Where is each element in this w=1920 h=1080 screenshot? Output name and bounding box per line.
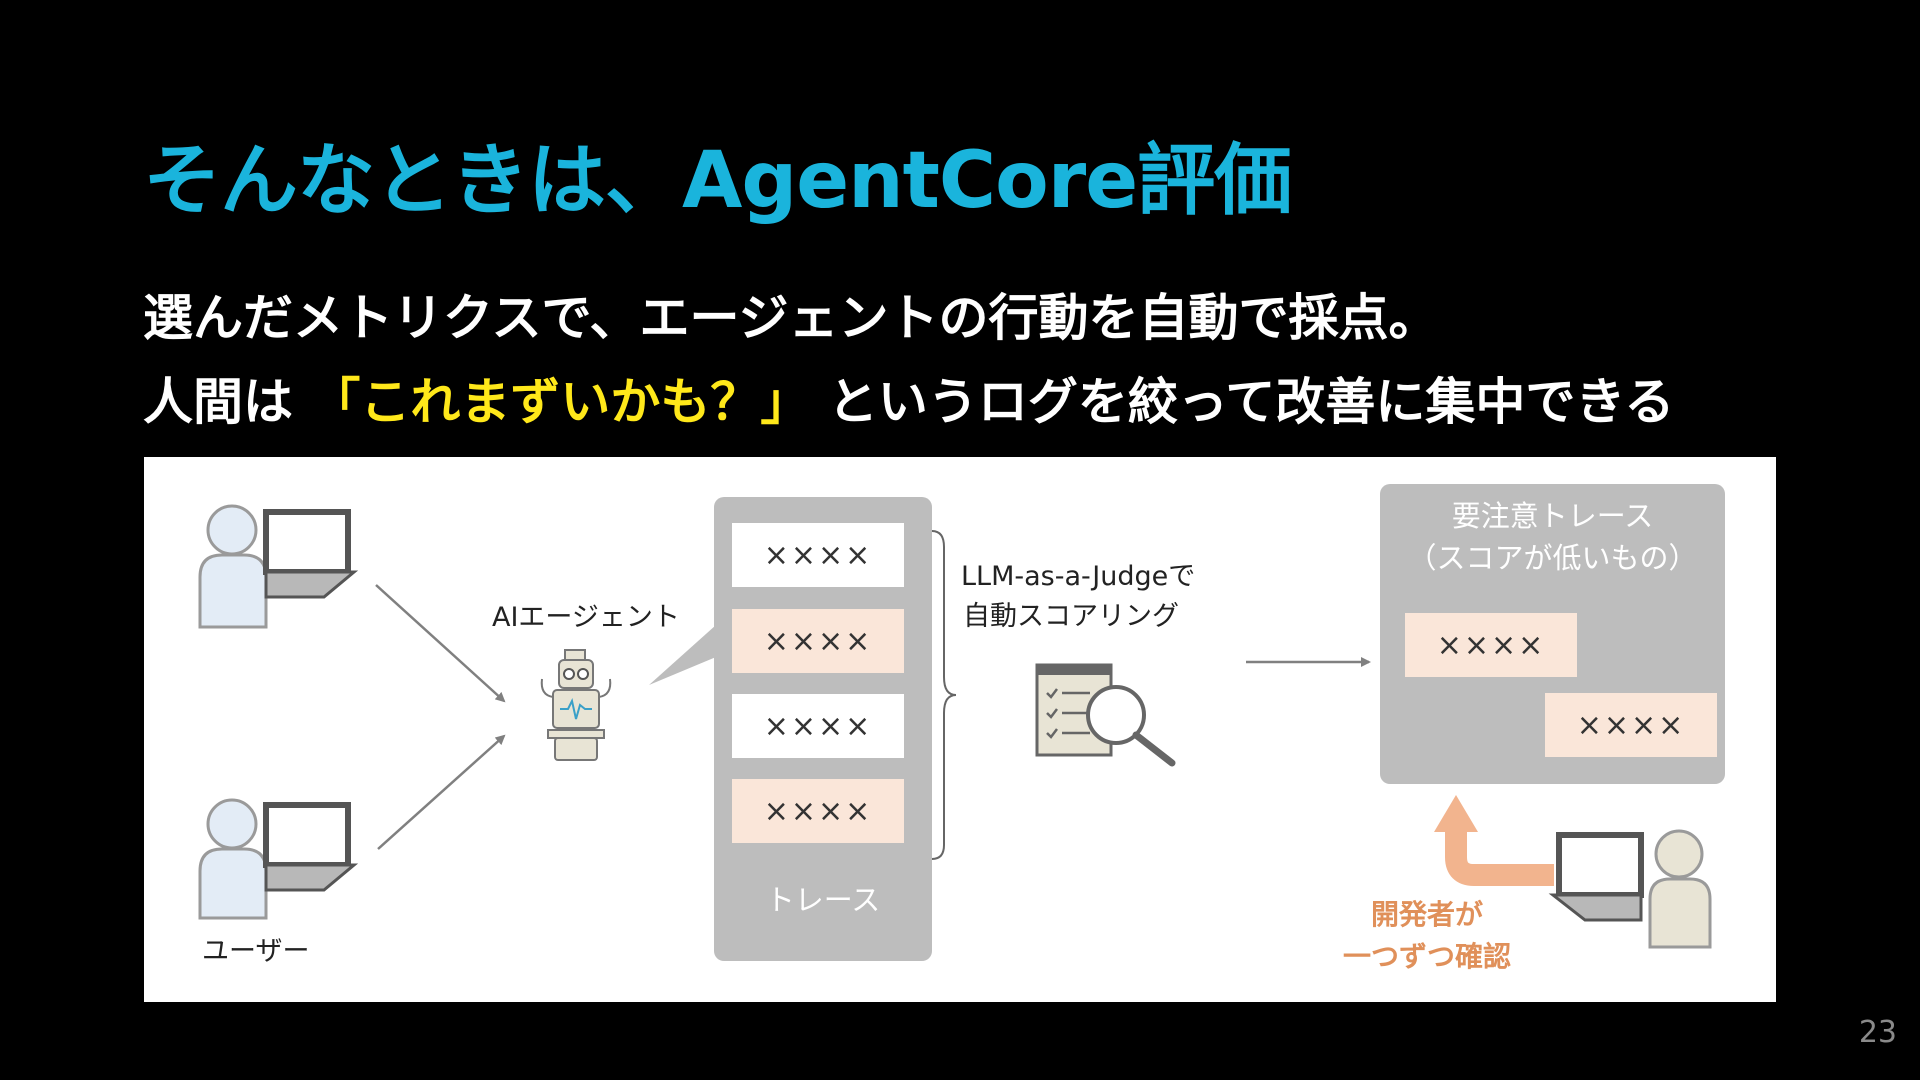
brace [931,530,957,860]
judge-label-line-1: LLM-as-a-Judgeで [961,561,1196,592]
developer-label-line-1: 開発者が [1370,898,1483,931]
user-to-agent-arrow [375,584,506,703]
robot-icon [540,649,612,761]
judge-label: LLM-as-a-Judgeで 自動スコアリング [961,557,1196,637]
page-number: 23 [1858,1015,1897,1050]
user-to-agent-arrow [377,734,506,850]
flagged-title-line-1: 要注意トレース [1451,499,1654,533]
agent-label: AIエージェント [492,602,680,633]
user-label: ユーザー [202,936,310,967]
user-icon [198,504,359,629]
body-line-2-pre: 人間は [143,373,311,431]
trace-item: ×××× [732,523,904,587]
judge-label-line-2: 自動スコアリング [963,601,1179,632]
slide-title: そんなときは、AgentCore評価 [143,136,1292,226]
trace-item: ×××× [732,609,904,673]
flagged-title-line-2: （スコアが低いもの） [1407,541,1698,575]
flagged-item: ×××× [1545,693,1717,757]
flagged-title: 要注意トレース （スコアが低いもの） [1380,495,1725,579]
developer-icon [1548,829,1712,949]
trace-label: トレース [765,883,881,917]
developer-arrow [1445,829,1554,886]
checklist-magnifier-icon [1035,663,1176,767]
diagram-panel: ユーザー AIエージェント ×××× ×××× ×××× ×××× トレース L… [144,457,1776,1002]
flagged-item: ×××× [1405,613,1577,677]
body-line-1: 選んだメトリクスで、エージェントの行動を自動で採点。 [143,289,1439,347]
body-highlight: 「これまずいかも？」 [310,373,811,431]
developer-label-line-2: 一つずつ確認 [1342,940,1511,973]
user-icon [198,798,359,920]
body-line-2-post: というログを絞って改善に集中できる [810,373,1675,431]
trace-item: ×××× [732,694,904,758]
trace-item: ×××× [732,779,904,843]
callout-pointer [649,625,716,685]
body-line-2: 人間は 「これまずいかも？」 というログを絞って改善に集中できる [143,362,1674,434]
developer-label: 開発者が 一つずつ確認 [1322,894,1532,978]
